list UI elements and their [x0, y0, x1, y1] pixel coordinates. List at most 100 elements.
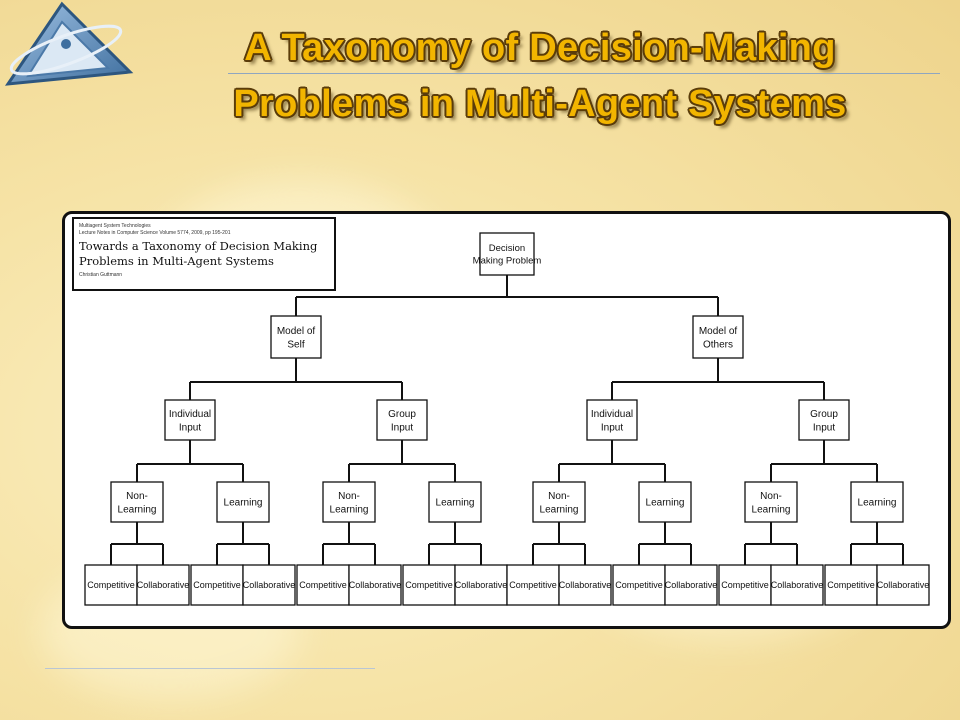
leaf-competitive-box	[506, 564, 560, 606]
leaf-competitive-label: Competitive	[87, 580, 135, 590]
paper-citation: Multiagent System Technologies Lecture N…	[72, 217, 336, 291]
leaf-competitive-label: Competitive	[193, 580, 241, 590]
node-individual-input-box	[164, 399, 216, 441]
node-group-input-box	[376, 399, 428, 441]
leaf-collaborative: Collaborative	[348, 564, 402, 606]
leaf-collaborative-box	[136, 564, 190, 606]
node-non-learning-label: Learning	[540, 504, 579, 515]
leaf-collaborative-box	[348, 564, 402, 606]
leaf-collaborative: Collaborative	[454, 564, 508, 606]
node-decision-making-problem-box	[479, 232, 535, 276]
node-decision-making-problem-label: Decision	[489, 243, 525, 254]
paper-title-line-1: Towards a Taxonomy of Decision Making	[79, 239, 318, 253]
leaf-competitive-label: Competitive	[827, 580, 875, 590]
node-individual-input-label: Individual	[169, 409, 211, 420]
leaf-collaborative: Collaborative	[242, 564, 296, 606]
node-non-learning-box	[744, 481, 798, 523]
leaf-competitive: Competitive	[296, 564, 350, 606]
node-learning: Learning	[638, 481, 692, 523]
leaf-competitive: Competitive	[718, 564, 772, 606]
leaf-collaborative: Collaborative	[558, 564, 612, 606]
node-group-input-box	[798, 399, 850, 441]
leaf-competitive-box	[84, 564, 138, 606]
node-non-learning-label: Non-	[338, 491, 360, 502]
leaf-collaborative-label: Collaborative	[771, 580, 824, 590]
node-individual-input-box	[586, 399, 638, 441]
node-non-learning: Non- Learning	[322, 481, 376, 523]
leaf-competitive-box	[402, 564, 456, 606]
node-non-learning-label: Non-	[548, 491, 570, 502]
node-individual-input-label: Input	[601, 422, 623, 433]
footer-rule	[45, 668, 375, 669]
leaf-competitive-label: Competitive	[721, 580, 769, 590]
leaf-collaborative-box	[454, 564, 508, 606]
node-model-of-self-label: Self	[287, 339, 304, 350]
leaf-competitive-label: Competitive	[615, 580, 663, 590]
leaf-competitive: Competitive	[190, 564, 244, 606]
leaf-collaborative-label: Collaborative	[877, 580, 930, 590]
node-non-learning: Non- Learning	[110, 481, 164, 523]
leaf-collaborative-box	[664, 564, 718, 606]
node-non-learning-label: Non-	[126, 491, 148, 502]
node-non-learning-label: Learning	[330, 504, 369, 515]
leaf-competitive-label: Competitive	[299, 580, 347, 590]
node-model-of-self: Model of Self	[270, 315, 322, 359]
triangle-logo-icon	[4, 1, 134, 86]
node-group-input-label: Group	[810, 409, 838, 420]
node-learning: Learning	[216, 481, 270, 523]
node-learning-label: Learning	[646, 498, 685, 509]
paper-author: Christian Guttmann	[79, 272, 123, 278]
paper-volume: Lecture Notes in Computer Science Volume…	[79, 230, 231, 236]
node-individual-input-label: Input	[179, 422, 201, 433]
node-non-learning-box	[532, 481, 586, 523]
leaf-collaborative-box	[242, 564, 296, 606]
node-non-learning: Non-Learning	[744, 481, 798, 523]
leaf-collaborative: Collaborative	[876, 564, 930, 606]
node-group-input-label: Group	[388, 409, 416, 420]
leaf-competitive-label: Competitive	[509, 580, 557, 590]
leaf-collaborative-label: Collaborative	[665, 580, 718, 590]
node-group-input-label: Input	[391, 422, 413, 433]
leaf-collaborative: Collaborative	[770, 564, 824, 606]
slide-title-line-2: Problems in Multi-Agent Systems	[233, 83, 847, 125]
leaf-collaborative-label: Collaborative	[137, 580, 190, 590]
leaf-competitive: Competitive	[402, 564, 456, 606]
node-non-learning-box	[110, 481, 164, 523]
leaf-competitive: Competitive	[84, 564, 138, 606]
node-model-of-others-label: Others	[703, 339, 733, 350]
node-decision-making-problem-label: Making Problem	[473, 256, 542, 267]
leaf-collaborative-label: Collaborative	[243, 580, 296, 590]
node-model-of-self-label: Model of	[277, 326, 316, 337]
node-model-of-self-box	[270, 315, 322, 359]
leaf-collaborative: Collaborative	[664, 564, 718, 606]
node-learning-box	[216, 481, 270, 523]
node-non-learning: Non- Learning	[532, 481, 586, 523]
node-group-input-label: Input	[813, 422, 835, 433]
leaf-competitive-label: Competitive	[405, 580, 453, 590]
paper-series: Multiagent System Technologies	[79, 223, 151, 229]
node-non-learning-label: Non-	[760, 491, 782, 502]
node-learning: Learning	[428, 481, 482, 523]
leaf-competitive: Competitive	[824, 564, 878, 606]
leaf-competitive: Competitive	[506, 564, 560, 606]
node-learning-box	[638, 481, 692, 523]
node-learning-box	[428, 481, 482, 523]
leaf-competitive: Competitive	[612, 564, 666, 606]
node-non-learning-label: Learning	[118, 504, 157, 515]
slide-title-line-1: A Taxonomy of Decision-Making	[244, 27, 836, 69]
node-non-learning-box	[322, 481, 376, 523]
node-model-of-others-box	[692, 315, 744, 359]
leaf-collaborative-label: Collaborative	[455, 580, 508, 590]
paper-title-line-2: Problems in Multi-Agent Systems	[79, 254, 274, 268]
node-learning-label: Learning	[224, 498, 263, 509]
leaf-collaborative-label: Collaborative	[559, 580, 612, 590]
leaf-collaborative-box	[558, 564, 612, 606]
